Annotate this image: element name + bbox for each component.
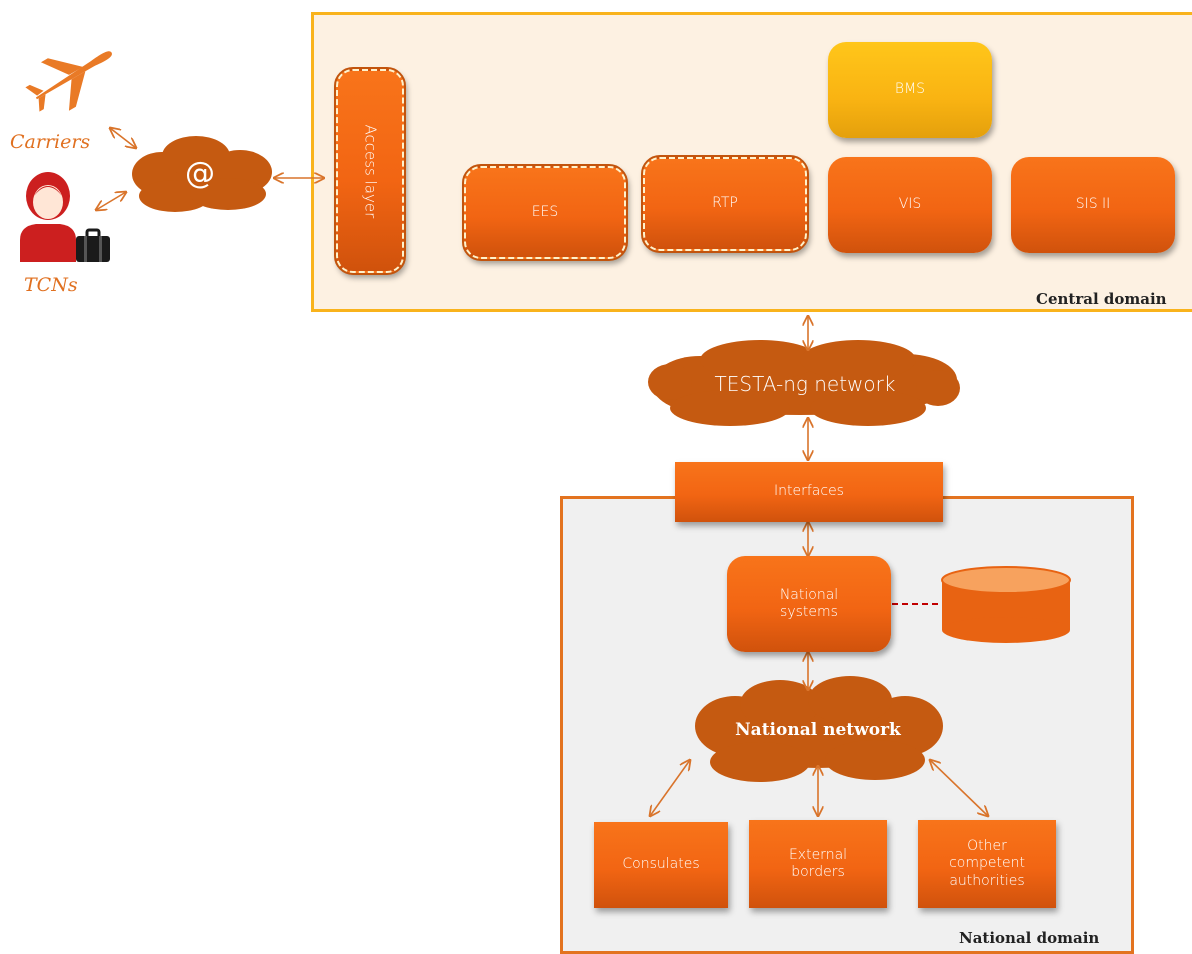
vis-label: VIS <box>898 196 922 213</box>
internet-cloud <box>132 136 272 212</box>
sis-box[interactable]: SIS II <box>1011 157 1175 253</box>
ees-label: EES <box>531 203 559 220</box>
tcns-label: TCNs <box>24 274 78 296</box>
database-icon <box>941 566 1071 643</box>
internet-at-symbol: @ <box>185 156 215 191</box>
interfaces-label: Interfaces <box>774 483 844 500</box>
ees-box[interactable]: EES <box>462 164 628 261</box>
external-borders-box[interactable]: External borders <box>749 820 887 908</box>
testa-cloud <box>648 340 960 426</box>
external-borders-label: External borders <box>788 846 848 881</box>
consulates-label: Consulates <box>622 856 700 873</box>
sis-label: SIS II <box>1075 196 1111 213</box>
other-authorities-box[interactable]: Other competent authorities <box>918 820 1056 908</box>
national-domain-label: National domain <box>959 929 1100 947</box>
rtp-box[interactable]: RTP <box>641 155 809 253</box>
interfaces-box[interactable]: Interfaces <box>675 462 943 522</box>
bms-label: BMS <box>894 81 926 98</box>
access-layer-label: Access layer <box>361 124 380 218</box>
national-network-cloud <box>695 676 943 782</box>
vis-box[interactable]: VIS <box>828 157 992 253</box>
access-layer-box[interactable]: Access layer <box>334 67 406 275</box>
consulates-box[interactable]: Consulates <box>594 822 728 908</box>
rtp-label: RTP <box>712 195 738 212</box>
national-network-label: National network <box>735 720 901 740</box>
testa-network-label: TESTA-ng network <box>714 372 896 396</box>
other-authorities-label: Other competent authorities <box>949 837 1025 889</box>
national-systems-label: National systems <box>779 586 839 621</box>
bms-box[interactable]: BMS <box>828 42 992 138</box>
airplane-icon <box>25 51 112 112</box>
central-domain-label: Central domain <box>1036 290 1167 308</box>
national-systems-box[interactable]: National systems <box>727 556 891 652</box>
traveller-icon <box>20 172 110 262</box>
carriers-label: Carriers <box>10 131 91 153</box>
